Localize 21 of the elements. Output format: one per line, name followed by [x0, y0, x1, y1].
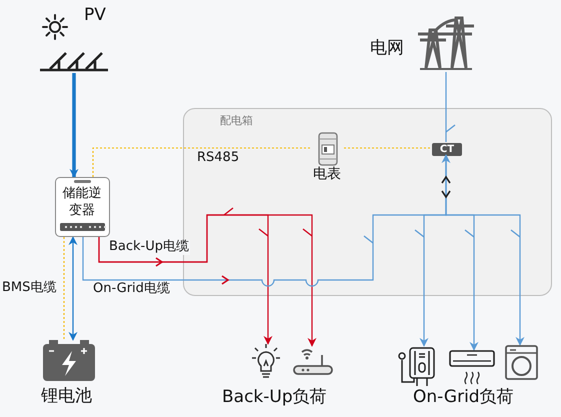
node-label: 电表 — [313, 166, 341, 182]
edge-label: BMS电缆 — [1, 281, 58, 296]
inverter-box — [55, 177, 110, 237]
box-title: 配电箱 — [220, 115, 253, 128]
node-label: 锂电池 — [41, 387, 92, 407]
cable-arrow — [445, 155, 524, 346]
signal-line — [344, 147, 431, 149]
cable-arrow — [82, 154, 450, 286]
cable-arrow — [98, 214, 316, 347]
edge-label: On-Grid电缆 — [92, 282, 171, 297]
signal-line — [92, 147, 310, 177]
node-label: 电网 — [370, 39, 404, 59]
node-label: PV — [84, 6, 106, 26]
box-label: 储能逆变器 — [62, 185, 102, 219]
edge-label: Back-Up电缆 — [108, 240, 190, 255]
group-label: Back-Up负荷 — [222, 388, 327, 408]
group-label: On-Grid负荷 — [413, 388, 514, 408]
signal-line — [63, 237, 65, 340]
current-transformer-tag: CT — [432, 143, 462, 156]
cable-arrow — [68, 236, 78, 341]
cable-arrow — [70, 73, 78, 178]
